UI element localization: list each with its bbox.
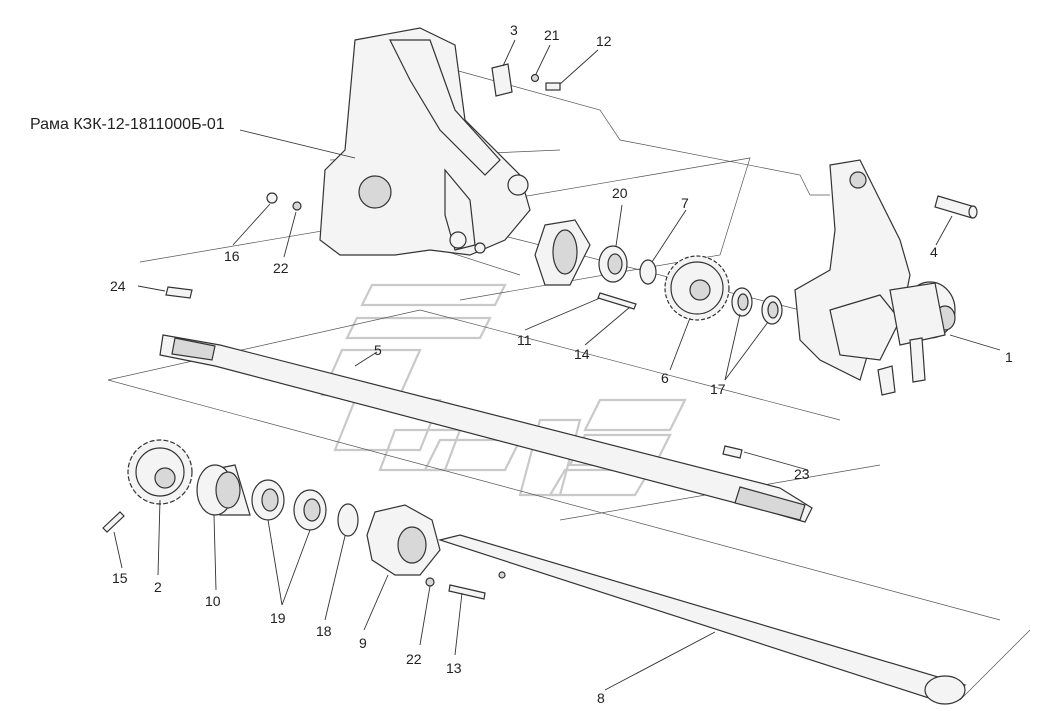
callout-8: 8 bbox=[597, 690, 605, 706]
bearing-19a bbox=[251, 479, 285, 521]
plate-3 bbox=[491, 63, 513, 97]
callout-19: 19 bbox=[270, 610, 286, 626]
callout-15: 15 bbox=[112, 570, 128, 586]
shaft-5 bbox=[159, 334, 813, 523]
callout-11: 11 bbox=[517, 332, 532, 348]
callout-16: 16 bbox=[224, 248, 240, 264]
seal-17b bbox=[761, 295, 783, 325]
callout-22b: 22 bbox=[406, 651, 422, 667]
gear-6 bbox=[664, 255, 730, 321]
callout-4: 4 bbox=[930, 244, 938, 260]
washer-22-upper bbox=[292, 201, 302, 211]
bolt-15 bbox=[102, 511, 125, 533]
bolt-12 bbox=[545, 82, 561, 91]
callout-24: 24 bbox=[110, 278, 126, 294]
callout-5: 5 bbox=[374, 342, 382, 358]
tube-8 bbox=[437, 534, 967, 705]
callout-1: 1 bbox=[1005, 349, 1013, 365]
callout-22a: 22 bbox=[273, 260, 289, 276]
leader-lines bbox=[113, 39, 1001, 691]
gearbox-1 bbox=[794, 159, 956, 396]
callout-10: 10 bbox=[205, 593, 221, 609]
callout-18: 18 bbox=[316, 623, 332, 639]
pin-4 bbox=[934, 195, 978, 219]
callout-3: 3 bbox=[510, 22, 518, 38]
key-24 bbox=[165, 286, 193, 299]
key-23 bbox=[722, 445, 743, 459]
pin-13 bbox=[448, 584, 486, 600]
ring-18 bbox=[337, 503, 359, 537]
washer-22-lower bbox=[425, 577, 435, 587]
callout-17: 17 bbox=[710, 381, 726, 397]
callout-13: 13 bbox=[446, 660, 462, 676]
callout-23: 23 bbox=[794, 466, 810, 482]
callout-20: 20 bbox=[612, 185, 628, 201]
callout-12: 12 bbox=[596, 33, 612, 49]
sprocket-2 bbox=[127, 439, 193, 505]
flange-11 bbox=[534, 219, 591, 286]
housing-9 bbox=[366, 504, 441, 576]
frame-label: Рама КЗК-12-1811000Б-01 bbox=[30, 116, 225, 133]
bearing-19b bbox=[293, 489, 327, 531]
callout-14: 14 bbox=[574, 346, 590, 362]
callout-21: 21 bbox=[544, 27, 560, 43]
callout-7: 7 bbox=[681, 195, 689, 211]
pin-14 bbox=[597, 292, 637, 310]
callout-6: 6 bbox=[661, 370, 669, 386]
callout-9: 9 bbox=[359, 635, 367, 651]
callout-numbers: 3 21 12 16 22 20 7 4 1 24 5 11 14 6 17 2… bbox=[110, 22, 1013, 706]
washer-21 bbox=[530, 73, 540, 83]
callout-2: 2 bbox=[154, 579, 162, 595]
frame-bracket bbox=[319, 27, 531, 256]
seal-17a bbox=[731, 287, 753, 317]
ring-7 bbox=[639, 259, 657, 285]
nut-16 bbox=[266, 192, 278, 204]
bushing-10 bbox=[196, 464, 251, 516]
bearing-20 bbox=[598, 245, 628, 283]
